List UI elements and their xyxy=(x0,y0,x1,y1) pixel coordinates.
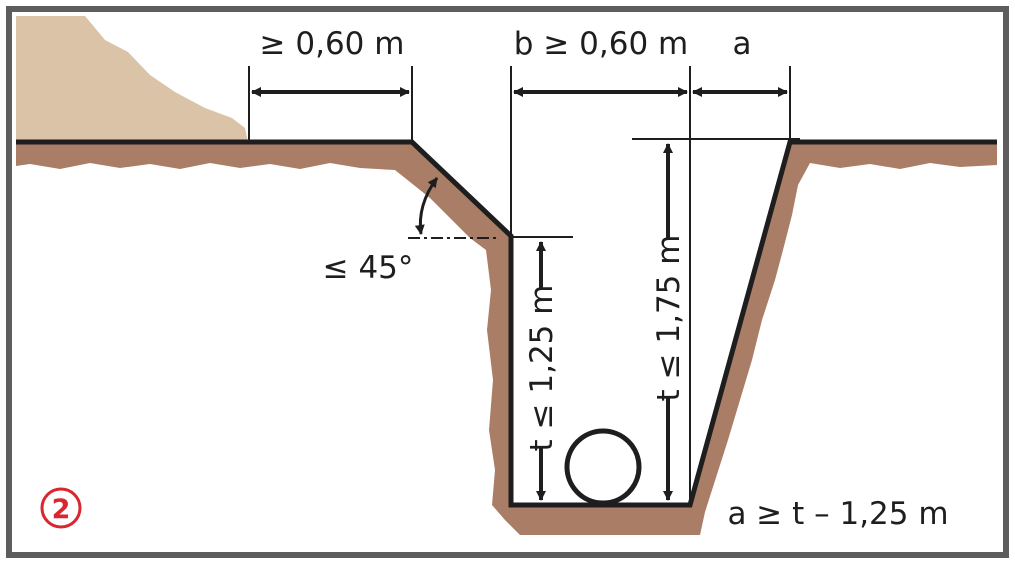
pipe-icon xyxy=(564,428,642,506)
offset-formula-label: a ≥ t – 1,25 m xyxy=(727,496,948,532)
depth-vertical-label: t ≤ 1,25 m xyxy=(524,285,560,452)
figure-number: 2 xyxy=(52,494,71,525)
trench-width-label: b ≥ 0,60 m xyxy=(514,26,688,62)
spoil-heap xyxy=(16,16,248,142)
angle-arc xyxy=(414,177,439,235)
angle-label: ≤ 45° xyxy=(323,250,414,286)
figure-number-badge xyxy=(40,487,82,529)
soil-cross-section xyxy=(16,142,997,535)
depth-sloped-label: t ≤ 1,75 m xyxy=(651,235,687,402)
offset-label: a xyxy=(733,26,752,62)
berm-width-label: ≥ 0,60 m xyxy=(260,26,405,62)
